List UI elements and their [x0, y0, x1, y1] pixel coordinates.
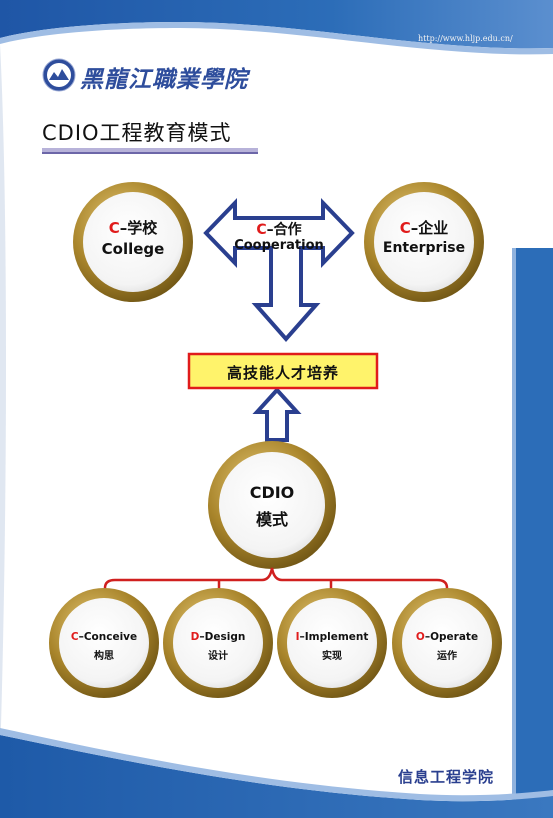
enterprise-letter: C — [399, 219, 411, 237]
operate-cn: 运作 — [437, 651, 457, 662]
school-name: 黑龍江職業學院 — [80, 66, 248, 93]
cooperation-sep: – — [266, 222, 274, 238]
implement-label: I–Implement 实现 — [287, 631, 377, 662]
conceive-letter: C — [70, 631, 79, 643]
connector-bracket — [103, 567, 449, 607]
cdio-line1: CDIO — [249, 483, 295, 502]
college-circle — [73, 182, 193, 302]
implement-rest: –Implement — [299, 631, 369, 643]
operate-letter: O — [415, 631, 425, 643]
design-circle — [163, 588, 273, 698]
design-cn: 设计 — [208, 651, 228, 662]
operate-label: O–Operate 运作 — [402, 631, 492, 662]
operate-rest: –Operate — [424, 631, 479, 643]
enterprise-circle — [364, 182, 484, 302]
enterprise-sep: – — [410, 219, 419, 237]
up-arrow — [252, 387, 302, 442]
conceive-circle — [49, 588, 159, 698]
cooperation-arrow — [203, 198, 355, 343]
college-cn: 学校 — [127, 219, 158, 237]
cooperation-cn: 合作 — [273, 222, 302, 238]
design-label: D–Design 设计 — [173, 631, 263, 662]
college-sep: – — [119, 219, 128, 237]
implement-letter: I — [295, 631, 300, 643]
school-logo-icon — [42, 58, 76, 92]
page-title: CDIO工程教育模式 — [42, 121, 232, 145]
cdio-label: CDIO 模式 — [222, 483, 322, 530]
enterprise-cn: 企业 — [418, 219, 449, 237]
conceive-cn: 构思 — [94, 651, 114, 662]
cooperation-en: Cooperation — [234, 238, 324, 253]
goal-box — [187, 352, 379, 390]
cooperation-letter: C — [256, 222, 267, 238]
enterprise-en: Enterprise — [382, 240, 466, 256]
cdio-line2: 模式 — [255, 510, 288, 529]
operate-circle — [392, 588, 502, 698]
enterprise-label: C–企业 Enterprise — [369, 217, 479, 256]
college-letter: C — [108, 219, 120, 237]
design-rest: –Design — [199, 631, 246, 643]
implement-cn: 实现 — [322, 651, 342, 662]
cdio-circle — [208, 441, 336, 569]
website-url[interactable]: http://www.hljp.edu.cn/ — [418, 34, 513, 43]
design-letter: D — [190, 631, 200, 643]
college-en: College — [101, 240, 165, 258]
department-name: 信息工程学院 — [398, 768, 495, 786]
goal-box-label: 高技能人才培养 — [226, 364, 339, 382]
implement-circle — [277, 588, 387, 698]
cooperation-label: C–合作 Cooperation — [219, 222, 339, 253]
conceive-rest: –Conceive — [78, 631, 138, 643]
conceive-label: C–Conceive 构思 — [59, 631, 149, 662]
college-label: C–学校 College — [83, 217, 183, 258]
